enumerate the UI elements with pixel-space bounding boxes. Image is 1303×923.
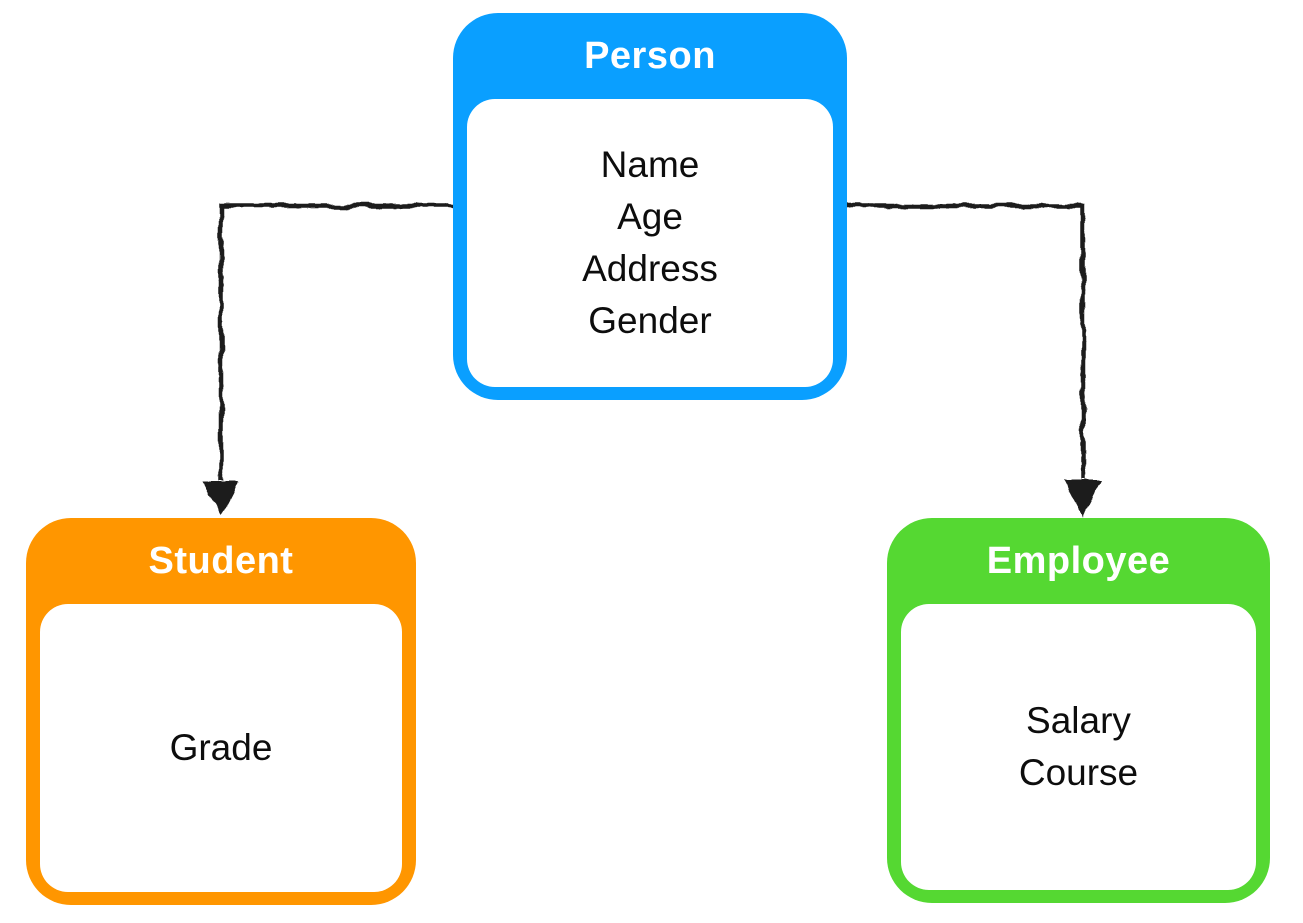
attribute-name: Name [600, 144, 700, 185]
attribute-grade: Grade [169, 727, 273, 768]
employee-header: Employee [887, 518, 1270, 604]
class-node-student: Student Grade [26, 518, 416, 905]
class-node-employee: Employee Salary Course [887, 518, 1270, 903]
student-header: Student [26, 518, 416, 604]
attribute-address: Address [582, 248, 718, 289]
person-title: Person [584, 34, 716, 77]
arrow-person-to-student [203, 203, 460, 516]
student-title: Student [148, 539, 294, 582]
attribute-age: Age [617, 196, 683, 237]
person-header: Person [453, 13, 847, 99]
arrow-person-to-employee [840, 203, 1101, 516]
attribute-salary: Salary [1026, 700, 1131, 741]
student-attributes: Grade [40, 604, 402, 892]
employee-title: Employee [986, 539, 1171, 582]
employee-attributes: Salary Course [901, 604, 1256, 890]
class-node-person: Person Name Age Address Gender [453, 13, 847, 400]
attribute-gender: Gender [588, 300, 712, 341]
attribute-course: Course [1018, 752, 1139, 793]
person-attributes: Name Age Address Gender [467, 99, 833, 387]
